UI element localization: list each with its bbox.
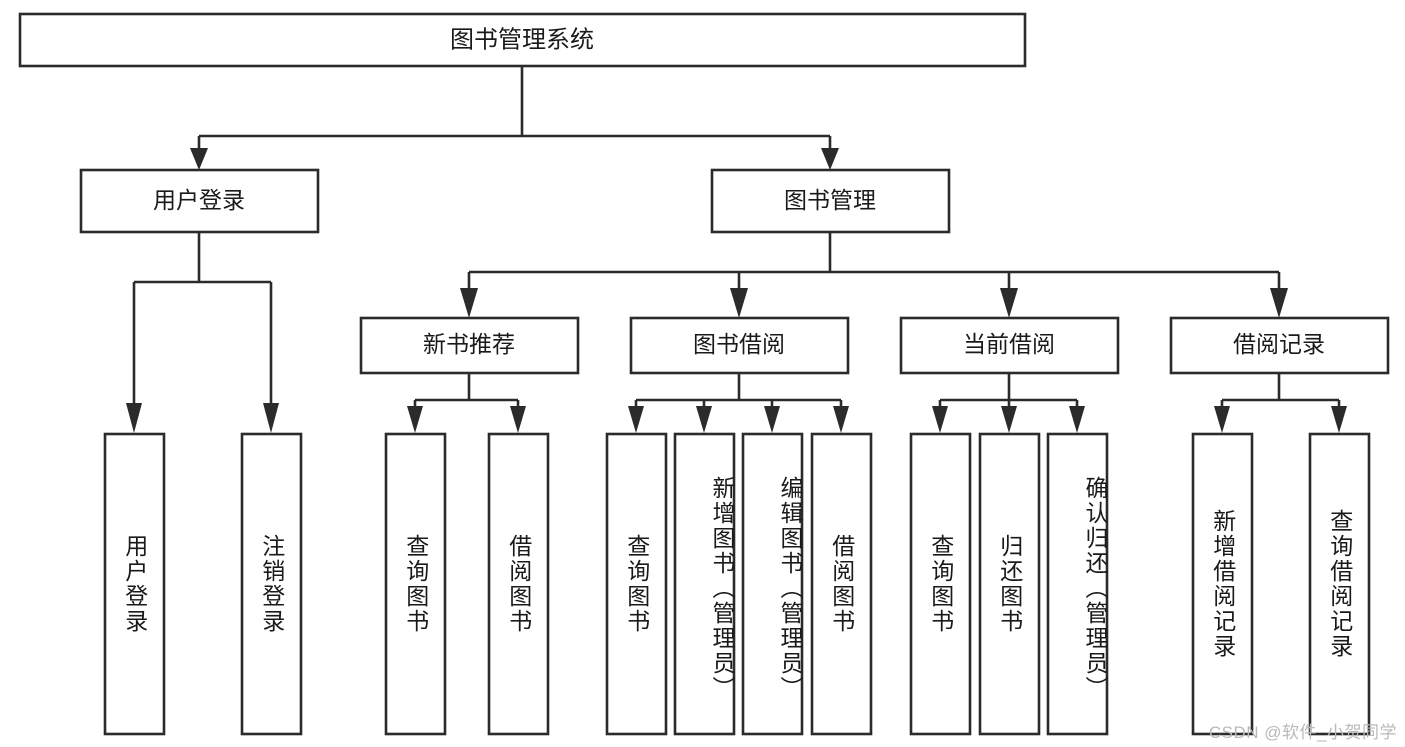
arrowhead-leaf-12	[1214, 406, 1230, 433]
node-book-borrow-label: 图书借阅	[693, 331, 785, 357]
node-borrow-record-box[interactable]	[1169, 316, 1390, 375]
connector-group-root	[190, 66, 839, 170]
leaf-box-10[interactable]	[978, 432, 1041, 736]
node-current-borrow-box[interactable]	[899, 316, 1120, 375]
connector-group-book-mgmt	[460, 232, 1288, 318]
node-borrow-record[interactable]: 借阅记录	[1169, 316, 1390, 375]
leaf-box-12[interactable]	[1191, 432, 1254, 736]
node-root-label: 图书管理系统	[450, 26, 594, 53]
node-user-login-box[interactable]	[79, 168, 320, 234]
arrowhead-leaf-8	[833, 406, 849, 433]
node-book-borrow[interactable]: 图书借阅	[629, 316, 850, 375]
arrowhead-leaf-6	[696, 406, 712, 433]
node-current-borrow[interactable]: 当前借阅	[899, 316, 1120, 375]
node-book-management[interactable]: 图书管理	[710, 168, 951, 234]
leaf-box-5[interactable]	[605, 432, 668, 736]
leaf-box-8[interactable]	[810, 432, 873, 736]
leaf-box-7[interactable]	[741, 432, 804, 736]
leaf-box-11[interactable]	[1046, 432, 1109, 736]
node-book-management-box[interactable]	[710, 168, 951, 234]
leaf-boxes	[103, 432, 1371, 736]
node-user-login-label: 用户登录	[153, 187, 245, 213]
arrowhead-leaf-5	[628, 406, 644, 433]
arrowhead-borrow	[730, 288, 748, 318]
leaf-box-2[interactable]	[240, 432, 303, 736]
node-current-borrow-label: 当前借阅	[963, 331, 1055, 357]
connector-group-user-login	[126, 232, 279, 433]
node-root[interactable]: 图书管理系统	[18, 12, 1027, 68]
arrowhead-leaf-9	[932, 406, 948, 433]
node-new-book-recommend-box[interactable]	[359, 316, 580, 375]
node-user-login[interactable]: 用户登录	[79, 168, 320, 234]
connector-group-current-borrow	[932, 373, 1085, 433]
arrowhead-leaf-1	[126, 403, 142, 433]
leaf-box-13[interactable]	[1308, 432, 1371, 736]
connector-group-book-borrow	[628, 373, 849, 433]
arrowhead-leaf-13	[1331, 406, 1347, 433]
arrowhead-leaf-4	[510, 406, 526, 433]
leaf-box-1[interactable]	[103, 432, 166, 736]
csdn-watermark: CSDN @软件_小贺同学	[1208, 723, 1397, 742]
leaf-box-3[interactable]	[384, 432, 447, 736]
leaf-box-4[interactable]	[487, 432, 550, 736]
connector-group-borrow-record	[1214, 373, 1347, 433]
leaf-box-9[interactable]	[909, 432, 972, 736]
arrowhead-leaf-2	[263, 403, 279, 433]
arrowhead-book-mgmt	[821, 148, 839, 170]
node-borrow-record-label: 借阅记录	[1233, 331, 1325, 357]
arrowhead-leaf-3	[407, 406, 423, 433]
node-root-box[interactable]	[18, 12, 1027, 68]
node-new-book-recommend-label: 新书推荐	[423, 331, 515, 357]
arrowhead-leaf-10	[1001, 406, 1017, 433]
node-book-borrow-box[interactable]	[629, 316, 850, 375]
leaf-box-6[interactable]	[673, 432, 736, 736]
arrowhead-borrow-record	[1270, 288, 1288, 318]
connector-group-new-book	[407, 373, 526, 433]
arrowhead-new-book	[460, 288, 478, 318]
arrowhead-leaf-11	[1069, 406, 1085, 433]
node-book-management-label: 图书管理	[784, 187, 876, 213]
node-new-book-recommend[interactable]: 新书推荐	[359, 316, 580, 375]
arrowhead-current-borrow	[1000, 288, 1018, 318]
arrowhead-leaf-7	[764, 406, 780, 433]
arrowhead-user-login	[190, 148, 208, 170]
